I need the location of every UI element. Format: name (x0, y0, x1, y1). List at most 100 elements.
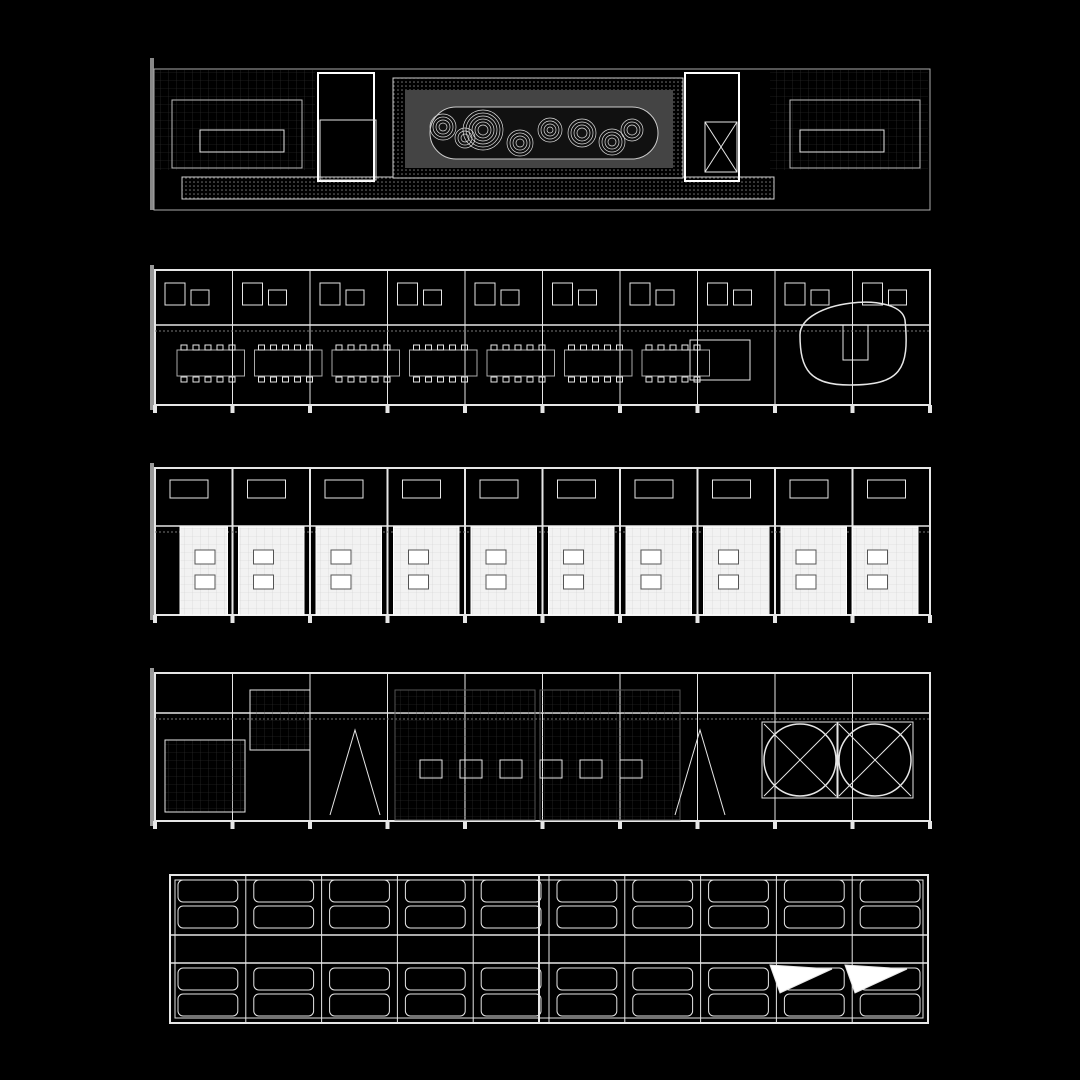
desk (253, 549, 274, 565)
office-room (179, 526, 228, 616)
workbench (419, 759, 443, 779)
meeting-table (641, 349, 710, 377)
office-room (548, 526, 615, 616)
chair (681, 376, 689, 383)
desk (330, 549, 352, 565)
facade-fin (773, 615, 777, 623)
meeting-table (169, 479, 209, 499)
tree-canopy (604, 134, 620, 150)
chair (514, 376, 522, 383)
tree-canopy (460, 133, 470, 143)
facade-fin (695, 821, 700, 829)
tree-canopy (457, 130, 473, 146)
desk (408, 549, 429, 565)
facade-fin (230, 615, 235, 623)
foundation-pad (556, 879, 618, 903)
furniture (655, 289, 675, 306)
chair (681, 344, 689, 351)
foundation-pad (177, 879, 239, 903)
chair (461, 344, 468, 351)
furniture (190, 289, 210, 306)
foundation-plan (169, 874, 929, 1024)
foundation-pad (253, 879, 315, 903)
chair (568, 376, 575, 383)
foundation-pad (632, 905, 694, 929)
facade-fin (463, 405, 467, 413)
chair (616, 376, 623, 383)
desk (194, 549, 216, 565)
office-room (625, 526, 692, 616)
facade-fin (308, 405, 312, 413)
facade-fin (850, 615, 855, 623)
facade-fin (928, 405, 932, 413)
furniture (345, 289, 365, 306)
desk (485, 549, 507, 565)
tree-canopy (607, 137, 617, 147)
tree-canopy (546, 126, 554, 134)
foundation-pad (859, 905, 921, 929)
tree-canopy (601, 131, 623, 153)
meeting-table (564, 349, 633, 377)
workbench (499, 759, 523, 779)
furniture (842, 324, 869, 361)
meeting-table (867, 479, 906, 499)
meeting-table (634, 479, 674, 499)
foundation-pad (632, 993, 694, 1017)
tree-canopy (432, 116, 454, 138)
facade-fin (385, 615, 390, 623)
workbench (459, 759, 483, 779)
meeting-table (789, 479, 829, 499)
facade-fin (773, 405, 777, 413)
foundation-pad (783, 993, 845, 1017)
facade-fin (928, 615, 932, 623)
shaft-x (704, 121, 738, 173)
chair (490, 344, 498, 351)
facade-fin (540, 405, 545, 413)
chair (228, 344, 236, 351)
meeting-table (712, 479, 751, 499)
room (319, 282, 341, 306)
facade-fin (308, 821, 312, 829)
tree-canopy (598, 128, 626, 156)
facade-fin (463, 615, 467, 623)
facade-fin (850, 821, 855, 829)
room (707, 282, 728, 306)
edge-wall (150, 463, 154, 620)
chair (192, 344, 200, 351)
tree-canopy (573, 124, 591, 142)
meeting-table (331, 349, 400, 377)
roof-grid-left (155, 70, 315, 170)
chair (592, 376, 599, 383)
chair (306, 344, 313, 351)
room (862, 282, 883, 306)
wc-room (249, 689, 311, 751)
desk (253, 574, 274, 590)
office-room (470, 526, 537, 616)
upper-floor-plan (150, 265, 932, 413)
room (552, 282, 573, 306)
facade-fin (618, 615, 622, 623)
chair (413, 376, 420, 383)
facade-fin (308, 615, 312, 623)
meeting-table (557, 479, 596, 499)
foundation-pad (329, 993, 390, 1017)
chair (270, 376, 277, 383)
desk (795, 574, 817, 590)
tank-frame (761, 721, 839, 799)
foundation-pad (859, 993, 921, 1017)
foundation-pad (177, 993, 239, 1017)
chair (180, 376, 188, 383)
chair (437, 344, 444, 351)
chair (693, 344, 701, 351)
chair (180, 344, 188, 351)
chair (413, 344, 420, 351)
chair (645, 376, 653, 383)
foundation-pad (632, 879, 694, 903)
meeting-table (409, 349, 478, 377)
room (629, 282, 651, 306)
workbench (619, 759, 643, 779)
facade-fin (540, 821, 545, 829)
chair (568, 344, 575, 351)
tank (763, 723, 837, 797)
